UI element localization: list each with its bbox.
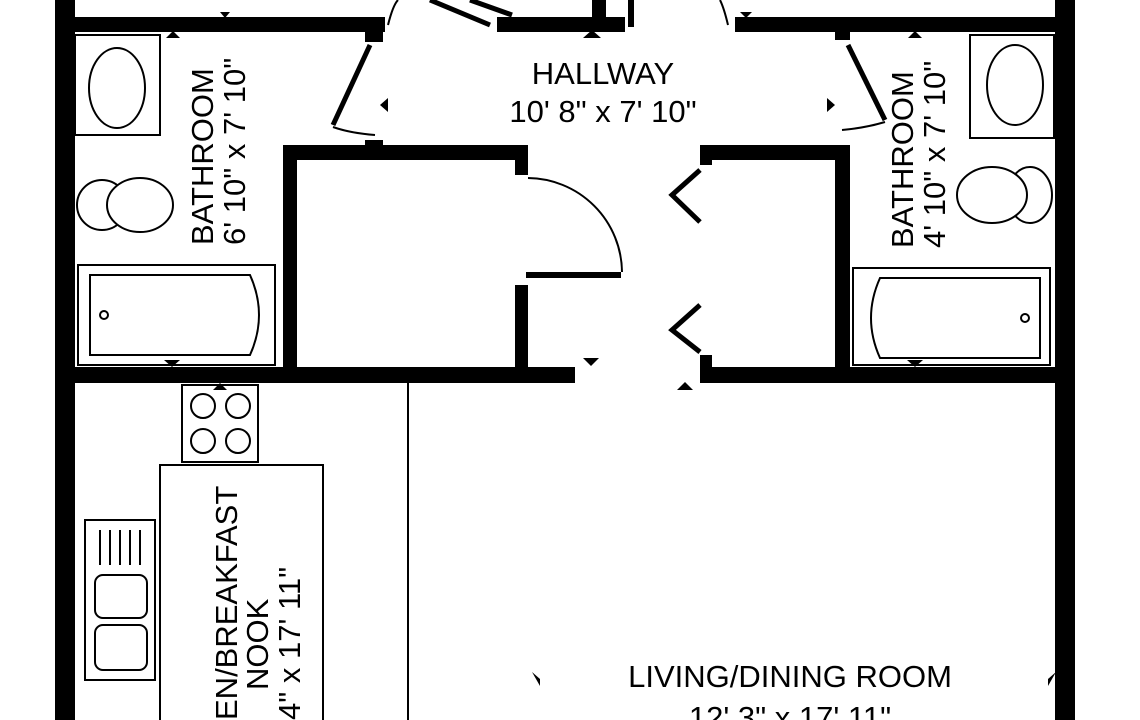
bathroom-left-size: 6' 10" x 7' 10" — [217, 58, 252, 245]
living-name: LIVING/DINING ROOM — [628, 659, 952, 694]
hallway-size: 10' 8" x 7' 10" — [509, 94, 696, 129]
kitchen-name-2: NOOK — [240, 598, 275, 690]
bathroom-left-name: BATHROOM — [185, 68, 220, 245]
walls — [55, 0, 1075, 720]
kitchen-size: 4" x 17' 11" — [272, 567, 307, 720]
counter — [159, 464, 324, 720]
room-labels: HALLWAY 10' 8" x 7' 10" BATHROOM 6' 10" … — [185, 56, 952, 720]
hallway-name: HALLWAY — [532, 56, 674, 91]
bathroom-right-size: 4' 10" x 7' 10" — [917, 61, 952, 248]
kitchen-name: EN/BREAKFAST — [209, 486, 244, 720]
doors — [330, 0, 888, 354]
fixtures — [74, 34, 1055, 720]
bathroom-right-name: BATHROOM — [885, 71, 920, 248]
arrows — [164, 12, 1056, 686]
living-size: 12' 3" x 17' 11" — [689, 700, 891, 720]
